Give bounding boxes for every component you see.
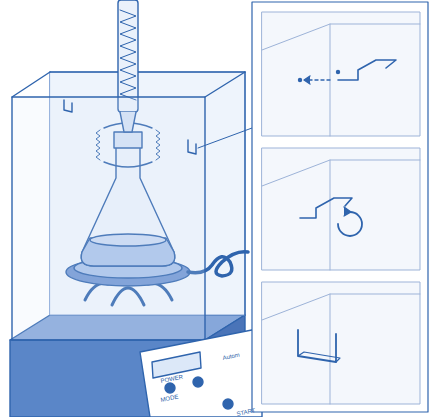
inset-panel xyxy=(262,148,420,270)
enclosure-edge xyxy=(205,72,245,97)
column-coil xyxy=(120,10,136,100)
inset-panel xyxy=(262,282,420,404)
enclosure-edge xyxy=(12,72,50,97)
enclosure-front xyxy=(12,97,205,340)
hole-mark xyxy=(337,71,340,74)
control-unit xyxy=(140,328,262,417)
button xyxy=(223,399,233,409)
enclosure-corner xyxy=(262,24,420,136)
hook-installed xyxy=(298,330,336,362)
enclosure-corner xyxy=(262,294,420,404)
hook-step xyxy=(338,60,396,80)
inset-panel xyxy=(262,12,420,136)
hook-installed xyxy=(298,352,340,362)
enclosure-edge xyxy=(50,71,245,72)
hook-step xyxy=(300,198,352,218)
inset-frame xyxy=(252,2,428,412)
hole-mark xyxy=(299,79,302,82)
enclosure-edge xyxy=(244,72,245,315)
hook xyxy=(188,140,196,154)
arrow-head xyxy=(304,76,310,84)
arrow-head xyxy=(344,207,351,216)
enclosure-corner xyxy=(262,160,420,270)
rotate-arrow xyxy=(338,212,362,236)
column xyxy=(118,0,138,112)
hook xyxy=(64,100,72,112)
leader-line xyxy=(198,128,252,148)
button xyxy=(193,377,203,387)
button xyxy=(165,383,175,393)
